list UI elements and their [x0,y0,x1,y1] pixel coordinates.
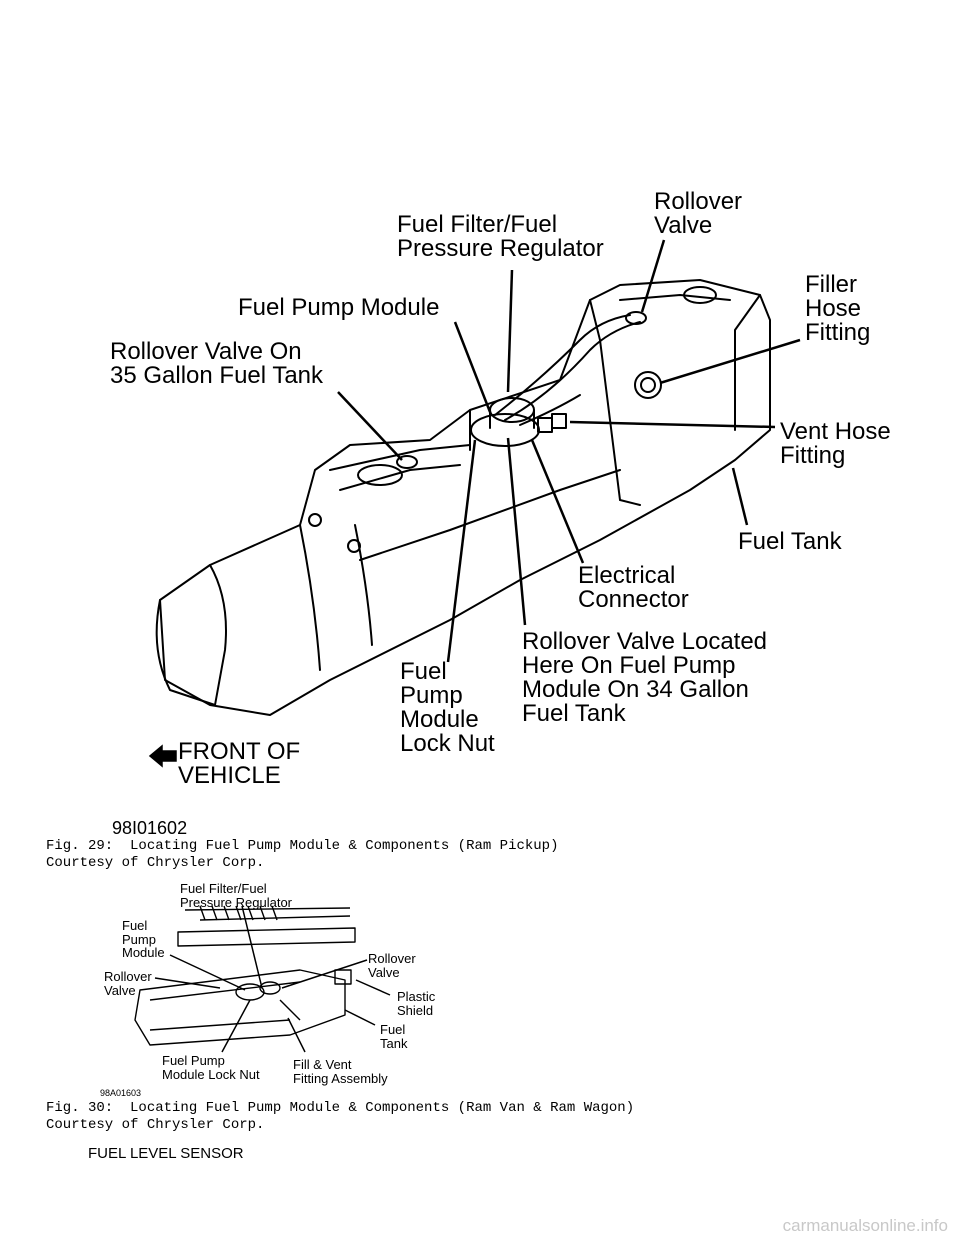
caption-fig-29: Fig. 29: Locating Fuel Pump Module & Com… [46,838,559,871]
label-front-of-vehicle: FRONT OF VEHICLE [178,738,301,789]
fig30-label-fill-vent: Fill & Vent Fitting Assembly [293,1057,388,1086]
label-fuel-filter-regulator: Fuel Filter/Fuel Pressure Regulator [397,211,604,262]
figure-id-29: 98I01602 [112,818,188,838]
caption-fig-30: Fig. 30: Locating Fuel Pump Module & Com… [46,1100,635,1133]
label-rollover-valve: Rollover Valve [654,188,743,239]
fig30-label-plastic-shield: Plastic Shield [397,989,436,1018]
fig30-illustration [134,905,391,1053]
label-electrical-connector: Electrical Connector [578,562,689,613]
watermark: carmanualsonline.info [782,1216,948,1235]
front-arrow-icon [148,744,177,768]
label-fuel-pump-module: Fuel Pump Module [238,294,440,321]
label-filler-hose-fitting: Filler Hose Fitting [805,271,871,346]
label-rollover-35-gallon: Rollover Valve On 35 Gallon Fuel Tank [110,338,324,389]
fig30-label-rollover-right: Rollover Valve [368,951,416,980]
fig30-label-fuel-pump-module: Fuel Pump Module [122,918,165,961]
fig30-label-rollover-left: Rollover Valve [104,969,152,998]
label-rollover-34-gallon: Rollover Valve Located Here On Fuel Pump… [522,628,768,727]
label-fuel-pump-lock-nut: Fuel Pump Module Lock Nut [400,658,495,757]
label-fuel-tank: Fuel Tank [738,528,842,555]
fig30-label-lock-nut: Fuel Pump Module Lock Nut [162,1053,260,1082]
figure-id-30: 98A01603 [100,1088,142,1098]
label-vent-hose-fitting: Vent Hose Fitting [780,418,891,469]
fig30-label-fuel-tank: Fuel Tank [380,1022,408,1051]
fig30-label-fuel-filter: Fuel Filter/Fuel Pressure Regulator [180,881,292,910]
section-heading: FUEL LEVEL SENSOR [88,1145,244,1162]
fig29-illustration [148,239,801,768]
